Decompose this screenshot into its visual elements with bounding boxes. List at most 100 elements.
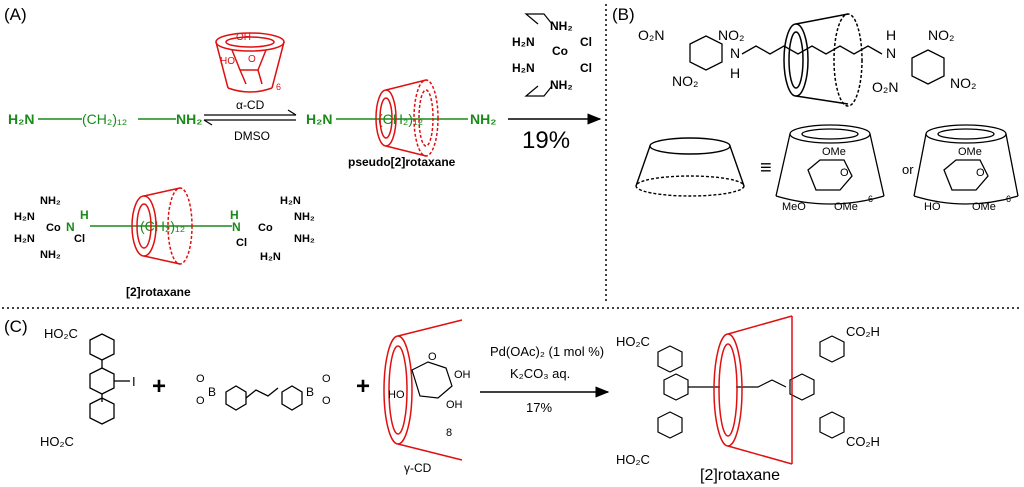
c-o-1: O <box>196 373 205 385</box>
b-count-1: 6 <box>868 194 873 204</box>
b-ome-top: OMe <box>822 146 846 158</box>
b2-ho: HO <box>924 201 941 213</box>
rot-r-co: Co <box>258 222 273 234</box>
b2-count: 6 <box>1006 194 1011 204</box>
diamine-left-amine: H₂N <box>8 111 34 127</box>
cd-count-label: 6 <box>276 82 281 92</box>
rot-r-h2n-2: H₂N <box>260 251 281 263</box>
c-ho: HO <box>388 389 405 401</box>
b-ome-bottom: OMe <box>834 201 858 213</box>
c-o-2: O <box>196 395 205 407</box>
b-h-left: H <box>730 65 740 81</box>
product-rotaxane: HO₂C HO₂C CO₂H CO₂H [2]rotaxane <box>616 315 880 484</box>
rot-l-co: Co <box>46 222 61 234</box>
c-iodo: I <box>132 374 136 389</box>
c-b-right: B <box>306 385 314 399</box>
rot-r-nh2-2: NH₂ <box>294 233 315 245</box>
b-n-left: N <box>730 45 740 61</box>
c-ho2c-top: HO₂C <box>44 326 78 341</box>
b2-ome-bottom: OMe <box>972 201 996 213</box>
reaction-arrow-a: 19% <box>508 113 602 154</box>
rot-r-cl: Cl <box>236 237 247 249</box>
rot-l-n: N <box>66 220 75 234</box>
reagent-dmso: DMSO <box>234 129 270 143</box>
c-oh-2: OH <box>446 399 463 411</box>
gamma-cd-label: γ-CD <box>404 461 432 475</box>
per-methyl-cd: OMe O MeO OMe 6 <box>775 124 885 213</box>
b-o2n-top: O₂N <box>638 27 664 43</box>
rot-l-nh2-2: NH₂ <box>40 249 61 261</box>
reaction-arrow-c: Pd(OAc)₂ (1 mol %) K₂CO₃ aq. 17% <box>480 344 610 415</box>
b2-ome-top: OMe <box>958 146 982 158</box>
product-caption: [2]rotaxane <box>700 467 780 484</box>
reagent-alpha-cd: α-CD <box>236 98 265 112</box>
plus-1: + <box>152 373 166 400</box>
b-no2-right: NO₂ <box>950 75 976 91</box>
rot-r-n: N <box>232 220 241 234</box>
co-center-1: Co <box>552 44 568 58</box>
b-no2-right-top: NO₂ <box>928 27 954 43</box>
b-h-right: H <box>886 27 896 43</box>
iodo-terphenyl: HO₂C I HO₂C <box>40 326 136 449</box>
panel-a-label: (A) <box>4 5 27 24</box>
cd-cone-symbol <box>635 137 745 197</box>
co-cl-2: Cl <box>580 61 592 75</box>
free-diamine: H₂N (CH₂)₁₂ NH₂ <box>8 111 202 127</box>
stilbene-diboronate: O O B B O O <box>196 373 331 411</box>
equiv-sign: ≡ <box>760 157 772 179</box>
pseudo-rotaxane: H₂N (CH₂)₁₂ NH₂ pseudo[2]rotaxane <box>306 79 496 169</box>
b2-ring-o: O <box>976 167 985 179</box>
b-n-right: N <box>886 45 896 61</box>
c-oh-1: OH <box>454 369 471 381</box>
co-h2n-2: H₂N <box>512 61 535 75</box>
pseudo-chain: (CH₂)₁₂ <box>378 111 423 127</box>
partially-methyl-cd: OMe O HO OMe 6 <box>913 124 1019 213</box>
rot-r-nh2: NH₂ <box>294 211 315 223</box>
rot-l-h2n-2: H₂N <box>14 233 35 245</box>
diamine-chain: (CH₂)₁₂ <box>82 111 127 127</box>
gamma-cd-structure: O OH HO OH 8 γ-CD <box>383 319 471 475</box>
p-ho2c-bottom: HO₂C <box>616 452 650 467</box>
b-meo: MeO <box>782 201 806 213</box>
c-ho2c-bottom: HO₂C <box>40 434 74 449</box>
rot-l-h2n: H₂N <box>14 211 35 223</box>
rotaxane-a-caption: [2]rotaxane <box>126 285 191 299</box>
rot-r-h: H <box>230 208 239 222</box>
plus-2: + <box>356 373 370 400</box>
rot-l-h: H <box>80 208 89 222</box>
base-label: K₂CO₃ aq. <box>510 366 570 381</box>
rot-r-h2n-1: H₂N <box>280 195 301 207</box>
rot-l-nh2-1: NH₂ <box>40 195 61 207</box>
pseudo-left-amine: H₂N <box>306 111 332 127</box>
cd-ho-label: HO <box>220 56 235 67</box>
c-o-3: O <box>322 373 331 385</box>
equilibrium-arrows: α-CD DMSO <box>203 98 297 143</box>
co-nh2-1: NH₂ <box>550 19 573 33</box>
rot-l-cl: Cl <box>74 233 85 245</box>
panel-c-label: (C) <box>4 317 28 336</box>
b-ring-o: O <box>840 167 849 179</box>
co-h2n-1: H₂N <box>512 35 535 49</box>
co-cl-1: Cl <box>580 35 592 49</box>
p-ho2c-top: HO₂C <box>616 334 650 349</box>
b-o2n-right: O₂N <box>872 79 898 95</box>
panel-b-label: (B) <box>612 5 635 24</box>
pseudo-right-amine: NH₂ <box>470 111 496 127</box>
cd-oh-label: OH <box>236 32 251 43</box>
rotaxane-a: NH₂ H₂N Co H₂N Cl NH₂ H N (CH₂)₁₂ H N H₂… <box>14 187 315 299</box>
dinitrophenyl-rotaxane: O₂N NO₂ NO₂ N H H N NO₂ O₂N NO₂ <box>638 13 976 107</box>
yield-c: 17% <box>526 400 552 415</box>
rot-chain: (CH₂)₁₂ <box>140 218 185 234</box>
c-b-left: B <box>208 385 216 399</box>
alpha-cd-structure: OH HO O 6 <box>215 32 285 93</box>
c-o-4: O <box>322 395 331 407</box>
co-nh2-2: NH₂ <box>550 78 573 92</box>
b-no2-left: NO₂ <box>672 73 698 89</box>
cd-o-label: O <box>248 54 256 65</box>
or-word: or <box>902 162 914 177</box>
cobalt-complex-reagent: NH₂ H₂N Co Cl H₂N Cl NH₂ <box>512 13 592 97</box>
pseudo-caption: pseudo[2]rotaxane <box>348 155 456 169</box>
diamine-right-amine: NH₂ <box>176 111 202 127</box>
